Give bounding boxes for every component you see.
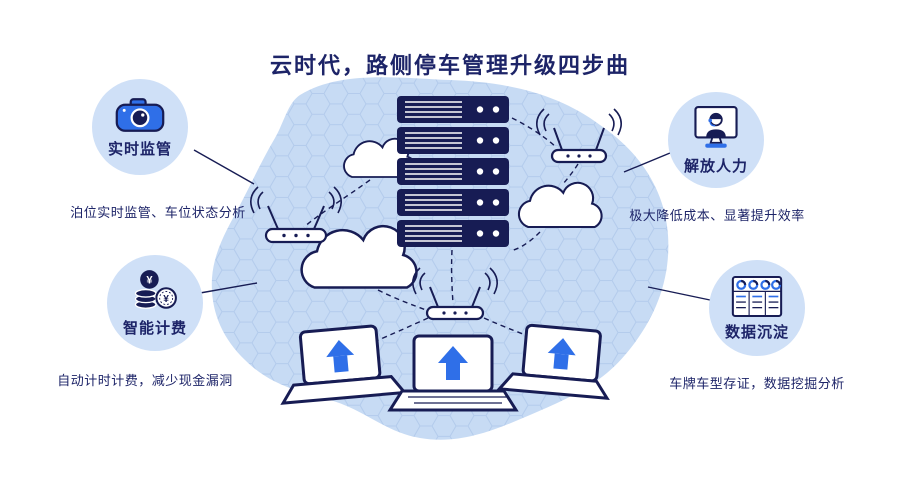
- operator-monitor-icon: [694, 105, 738, 148]
- laptop-center: [387, 334, 519, 412]
- feature-description: 自动计时计费，减少现金漏洞: [57, 373, 233, 388]
- feature-connector-lines: [193, 149, 711, 301]
- wifi-waves-icon: [250, 186, 342, 214]
- server-unit: [397, 220, 509, 247]
- cloud-left-big: [300, 224, 418, 289]
- laptop-right: [496, 323, 610, 400]
- feature-description: 极大降低成本、显著提升效率: [629, 208, 805, 223]
- wifi-router-bottom: [412, 267, 498, 321]
- feature-label: 智能计费: [122, 319, 187, 337]
- wifi-router-left: [250, 186, 342, 244]
- page-title: 云时代，路侧停车管理升级四步曲: [269, 53, 630, 78]
- feature-label: 实时监管: [107, 141, 172, 158]
- upload-arrow-icon: [547, 338, 576, 370]
- dashboard-icon: [731, 275, 783, 317]
- svg-text:¥: ¥: [146, 274, 153, 286]
- feature-circle: 数据沉淀: [709, 260, 805, 356]
- server-rack: [397, 96, 509, 247]
- feature-description: 泊位实时监管、车位状态分析: [70, 205, 246, 220]
- wifi-waves-icon: [412, 267, 498, 295]
- wifi-waves-icon: [536, 108, 622, 136]
- camera-icon: [115, 98, 165, 132]
- wifi-router-top-right: [536, 108, 622, 164]
- feature-label: 数据沉淀: [724, 323, 789, 341]
- feature-realtime-monitoring: 实时监管: [92, 79, 188, 175]
- svg-text:¥: ¥: [163, 294, 169, 305]
- server-unit: [397, 127, 509, 154]
- feature-description: 车牌车型存证，数据挖掘分析: [669, 376, 845, 391]
- server-unit: [397, 96, 509, 123]
- coins-icon: ¥ ¥: [134, 269, 177, 309]
- upload-arrow-icon: [438, 346, 468, 380]
- server-unit: [397, 189, 509, 216]
- feature-data-accumulation: 数据沉淀: [709, 260, 805, 356]
- server-unit: [397, 158, 509, 185]
- feature-smart-billing: ¥ ¥ 智能计费: [107, 255, 203, 351]
- feature-label: 解放人力: [683, 157, 748, 175]
- upload-arrow-icon: [326, 340, 355, 373]
- cloud-right: [517, 181, 603, 229]
- feature-circle: 解放人力: [668, 92, 764, 188]
- feature-free-manpower: 解放人力: [668, 92, 764, 188]
- feature-circle: 实时监管: [92, 79, 188, 175]
- feature-circle: ¥ ¥ 智能计费: [107, 255, 203, 351]
